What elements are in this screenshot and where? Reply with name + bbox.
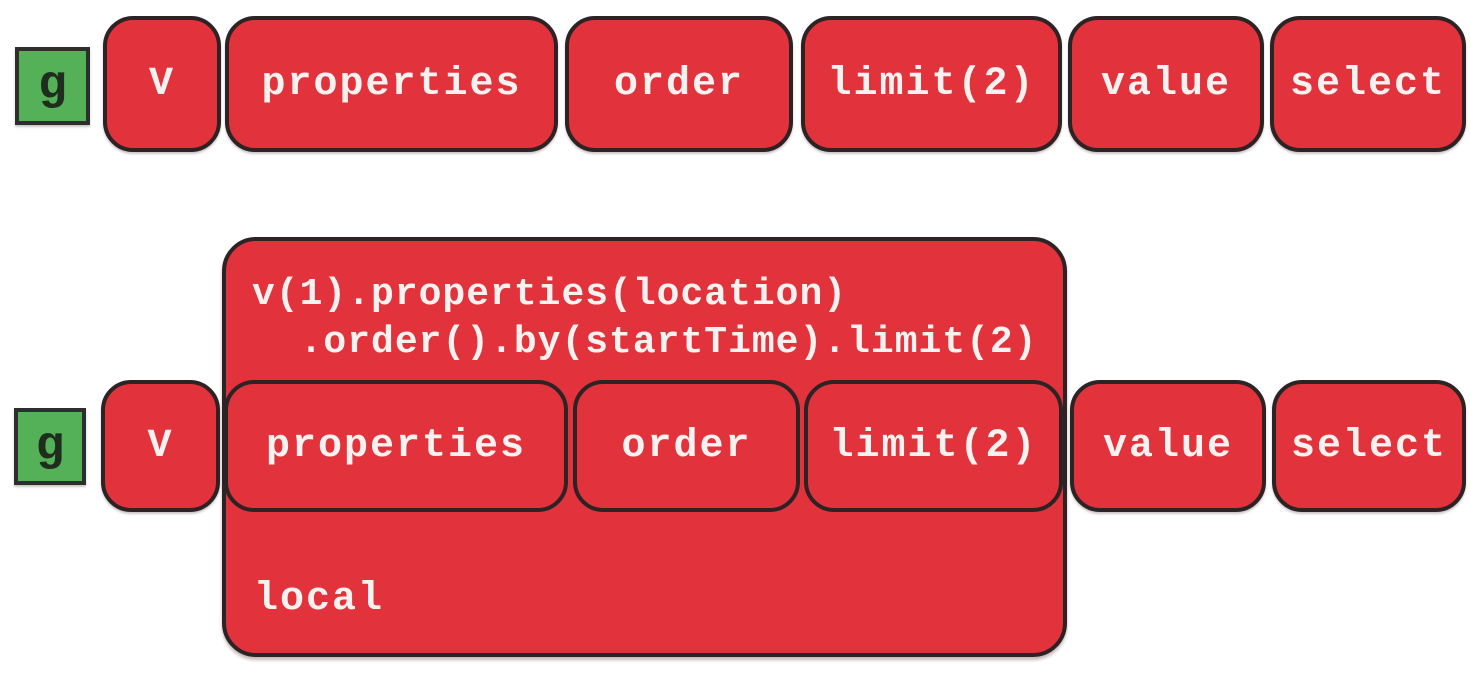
step-label: select	[1289, 61, 1447, 107]
query-code: v(1).properties(location) .order().by(st…	[252, 271, 1038, 367]
step-box-value-bottom: value	[1070, 380, 1266, 512]
step-box-limit-top: limit(2)	[801, 16, 1062, 152]
step-box-value-top: value	[1068, 16, 1264, 152]
step-box-properties-bottom: properties	[224, 380, 568, 512]
source-label: g	[35, 419, 65, 474]
step-label: V	[147, 423, 174, 469]
step-box-limit-bottom: limit(2)	[804, 380, 1063, 512]
step-label: value	[1102, 423, 1234, 469]
step-label: limit(2)	[829, 423, 1038, 469]
step-box-select-top: select	[1270, 16, 1466, 152]
step-label: properties	[265, 423, 527, 469]
step-label: order	[621, 423, 752, 469]
step-box-V-bottom: V	[101, 380, 220, 512]
scope-label-local: local	[254, 577, 385, 622]
step-box-order-top: order	[565, 16, 793, 152]
step-label: order	[613, 61, 745, 107]
query-code-line1: v(1).properties(location)	[252, 273, 848, 316]
step-box-properties-top: properties	[225, 16, 558, 152]
traversal-source-g-bottom: g	[14, 408, 86, 485]
traversal-source-g-top: g	[15, 47, 90, 125]
step-label: select	[1290, 423, 1448, 469]
step-label: properties	[261, 61, 522, 107]
step-box-select-bottom: select	[1272, 380, 1466, 512]
step-box-order-bottom: order	[573, 380, 800, 512]
step-label: value	[1100, 61, 1232, 107]
step-box-V-top: V	[103, 16, 221, 152]
step-label: V	[148, 61, 175, 107]
source-label: g	[38, 59, 67, 113]
query-code-line2: .order().by(startTime).limit(2)	[252, 321, 1038, 364]
step-label: limit(2)	[827, 61, 1036, 107]
